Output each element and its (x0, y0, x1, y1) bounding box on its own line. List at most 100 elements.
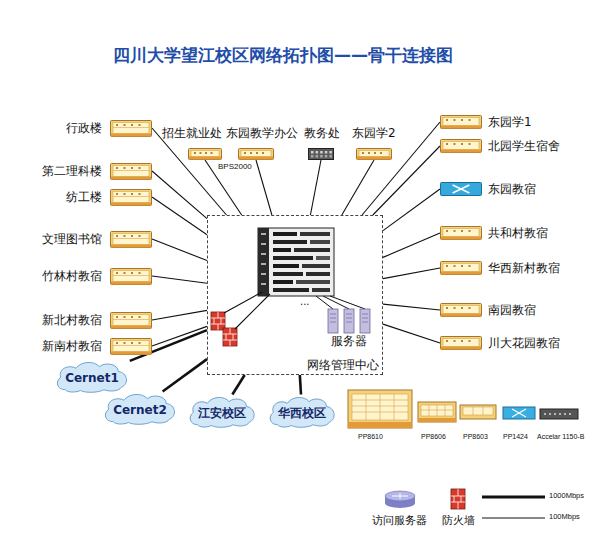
legend-router-sample (385, 491, 415, 508)
device-icon (440, 139, 482, 153)
icon-part (131, 316, 133, 318)
switch-node: 招生就业处 (162, 126, 222, 160)
icon-part (113, 275, 149, 276)
icon-part (443, 142, 479, 150)
icon-part (273, 256, 313, 260)
link-line (152, 326, 207, 346)
icon-part (454, 307, 456, 309)
icon-part (441, 337, 482, 350)
icon-part (441, 227, 482, 240)
icon-part (544, 413, 571, 415)
link-line (256, 160, 272, 215)
icon-part (273, 272, 303, 276)
icon-part (273, 232, 297, 236)
switch-node: 教务处 (304, 126, 340, 160)
icon-part (443, 229, 479, 237)
switch-node: 行政楼 (66, 120, 152, 137)
link-line (152, 197, 207, 235)
node-label: 华西校区 (278, 406, 326, 420)
icon-part (131, 193, 133, 195)
icon-part (211, 152, 213, 154)
icon-part (113, 238, 149, 239)
icon-part (469, 143, 471, 145)
icon-part (258, 228, 334, 296)
icon-part (421, 405, 453, 416)
icon-part (461, 340, 463, 342)
icon-part (316, 155, 319, 158)
device-icon (238, 148, 274, 160)
icon-part (211, 312, 225, 330)
link-line (383, 324, 440, 343)
node-label: 东园教宿 (488, 182, 536, 197)
icon-part (111, 120, 152, 136)
icon-part (348, 390, 412, 428)
icon-part (418, 418, 456, 422)
icon-part (111, 133, 151, 136)
icon-part (441, 347, 481, 350)
icon-part (325, 151, 328, 154)
icon-part (346, 314, 352, 322)
icon-part (113, 340, 149, 351)
icon-part (385, 491, 415, 501)
icon-part (273, 288, 309, 292)
icon-part (362, 314, 368, 322)
device-icon (440, 182, 482, 196)
icon-part (316, 256, 330, 260)
icon-part (113, 233, 149, 244)
icon-part (374, 152, 376, 154)
link-line (232, 375, 244, 395)
icon-part (113, 319, 149, 320)
icon-part (446, 119, 448, 121)
device-icon (308, 148, 334, 160)
icon-part (113, 345, 149, 346)
device-icon (440, 226, 482, 240)
switch-node: 竹林村教宿 (42, 268, 152, 285)
icon-part (116, 124, 118, 126)
switch-node: 南园教宿 (440, 303, 536, 318)
icon-part (124, 124, 126, 126)
icon-part (469, 230, 471, 232)
icon-part (359, 151, 389, 157)
icon-part (453, 185, 470, 193)
icon-part (211, 312, 225, 330)
icon-part (139, 193, 141, 195)
icon-part (418, 402, 456, 422)
node-label: 新北村教宿 (42, 313, 102, 328)
icon-part (58, 362, 127, 392)
switch-node: 新北村教宿 (42, 312, 152, 329)
link-line (163, 359, 207, 391)
icon-part (441, 140, 482, 153)
icon-part (131, 272, 133, 274)
device-pp8603 (460, 405, 496, 419)
icon-part (441, 116, 482, 129)
icon-part (131, 167, 133, 169)
icon-part (190, 397, 254, 427)
icon-part (191, 151, 219, 157)
device-pp1424 (503, 407, 535, 419)
icon-part (451, 489, 465, 509)
network-cloud: Cernet2 (102, 392, 178, 425)
node-label: 服务器 (331, 334, 367, 349)
icon-part (441, 314, 481, 317)
switch-node: 东园学1 (440, 115, 532, 130)
icon-part (113, 196, 149, 197)
firewall-icon (211, 312, 225, 330)
link-line (383, 304, 440, 310)
node-label: Cernet1 (65, 371, 119, 385)
icon-part (360, 309, 370, 333)
icon-part (124, 316, 126, 318)
icon-part (270, 397, 334, 427)
link-line (300, 375, 301, 395)
icon-part (352, 394, 408, 420)
node-label: 东园学2 (352, 126, 396, 141)
switch-node: 东园学2 (352, 126, 396, 160)
icon-part (273, 248, 291, 252)
switch-node: 北园学生宿舍 (440, 139, 560, 154)
icon-part (312, 288, 330, 292)
firewall-icon (223, 328, 237, 346)
switch-node: 共和村教宿 (440, 226, 548, 241)
link-line (383, 233, 440, 257)
icon-part (273, 264, 299, 268)
server-icon (324, 308, 374, 334)
link-line (152, 171, 207, 219)
